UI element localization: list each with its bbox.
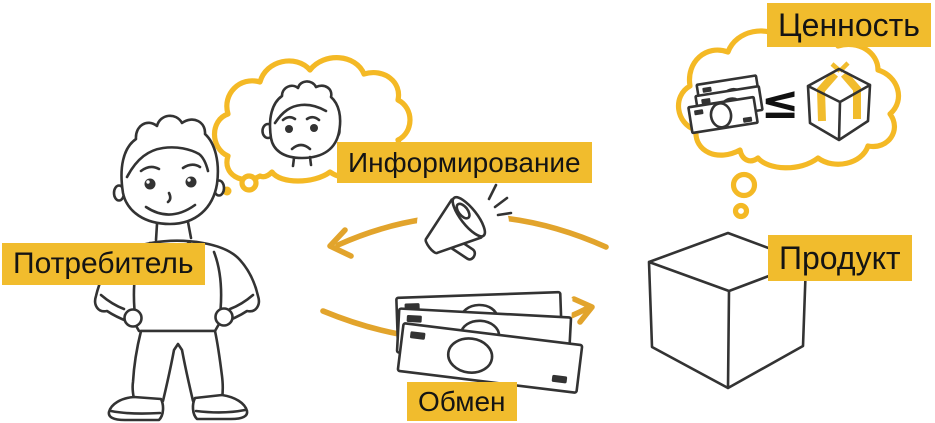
product-cube-icon [647, 231, 808, 390]
banknotes-icon [395, 290, 584, 394]
eye [185, 176, 197, 188]
thought-cloud-right: ≤ [675, 28, 902, 220]
less-or-equal-symbol: ≤ [761, 75, 800, 129]
fist [123, 308, 143, 328]
thought-bubble-dot [732, 202, 750, 220]
nose [166, 191, 172, 204]
head [120, 114, 220, 226]
consumer-label: Потребитель [2, 243, 205, 285]
megaphone-icon [424, 183, 513, 261]
value-label: Ценность [767, 3, 931, 47]
eye [144, 178, 156, 190]
fist [214, 307, 234, 327]
shoe [107, 395, 165, 422]
sound-rays [487, 183, 513, 217]
gift-box-icon [806, 61, 872, 142]
eyebrow [181, 163, 202, 170]
thought-bubble-ring [730, 171, 758, 199]
exchange-label: Обмен [407, 382, 517, 421]
product-label: Продукт [768, 235, 912, 281]
pants [131, 329, 225, 403]
shoe [191, 393, 249, 421]
money-stack-icon [687, 74, 764, 135]
smile [144, 203, 197, 216]
informing-label: Информирование [337, 142, 592, 183]
eyebrow [139, 165, 161, 173]
thought-bubble-ring [239, 173, 259, 193]
worried-face-icon [261, 80, 342, 168]
